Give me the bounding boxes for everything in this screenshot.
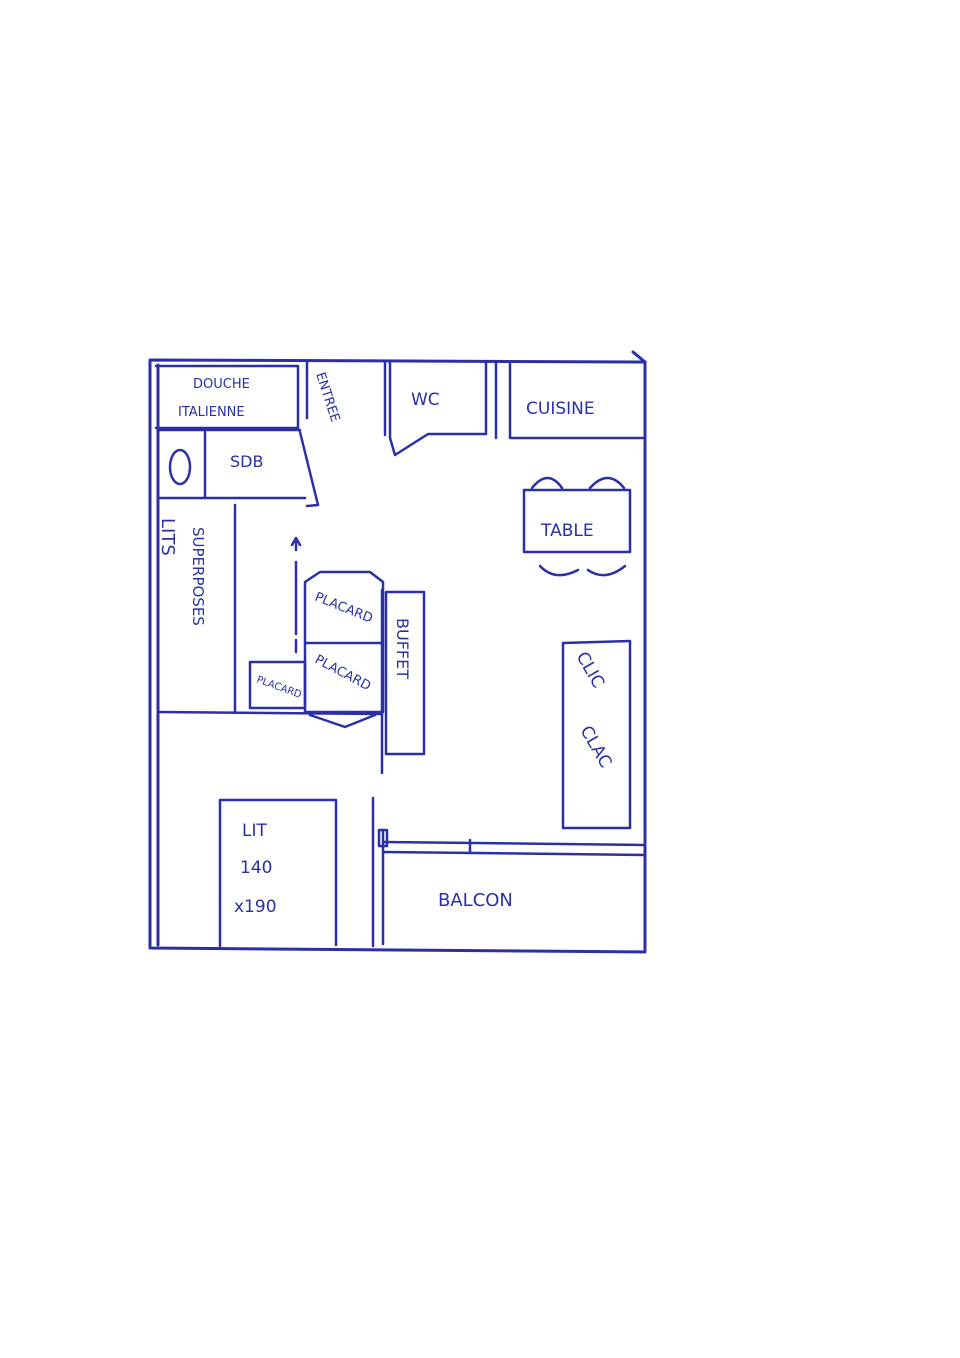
- bunk-beds: [156, 503, 384, 716]
- cupboards: [248, 570, 385, 729]
- shower-room: [154, 364, 302, 432]
- bedroom-walls: [371, 796, 647, 948]
- buffet: [380, 588, 426, 775]
- table-label: TABLE: [540, 521, 594, 541]
- kitchen-label: CUISINE: [526, 399, 595, 419]
- entrance-wall: [305, 360, 387, 437]
- sofa-bed-label-1: CLIC: [572, 649, 608, 692]
- bed-label-3: x190: [234, 897, 277, 917]
- washbasin: [168, 448, 192, 486]
- bathroom: [156, 430, 320, 508]
- double-bed: [218, 798, 338, 948]
- wc-room: [388, 360, 498, 457]
- shower-label-2: ITALIENNE: [178, 405, 245, 420]
- outer-walls: [148, 350, 647, 954]
- shower-label-1: DOUCHE: [193, 377, 250, 392]
- sliding-door-arrow: [290, 536, 302, 654]
- cupboard-small-label: PLACARD: [255, 674, 303, 701]
- cupboard-top-label: PLACARD: [313, 590, 375, 627]
- wc-label: WC: [411, 390, 440, 410]
- dining-table: [522, 476, 632, 577]
- bed-label-2: 140: [240, 858, 272, 878]
- buffet-label: BUFFET: [393, 618, 412, 679]
- bunk-beds-label-1: LITS: [157, 518, 178, 556]
- bathroom-label: SDB: [230, 452, 263, 471]
- sofa-bed: [561, 639, 632, 830]
- bed-label-1: LIT: [242, 821, 267, 841]
- entrance-label: ENTREE: [312, 371, 342, 424]
- balcony-label: BALCON: [438, 890, 513, 911]
- bunk-beds-label-2: SUPERPOSES: [189, 527, 207, 626]
- sofa-bed-label-2: CLAC: [576, 723, 616, 772]
- cupboard-bottom-label: PLACARD: [312, 652, 373, 694]
- kitchen: [508, 362, 645, 440]
